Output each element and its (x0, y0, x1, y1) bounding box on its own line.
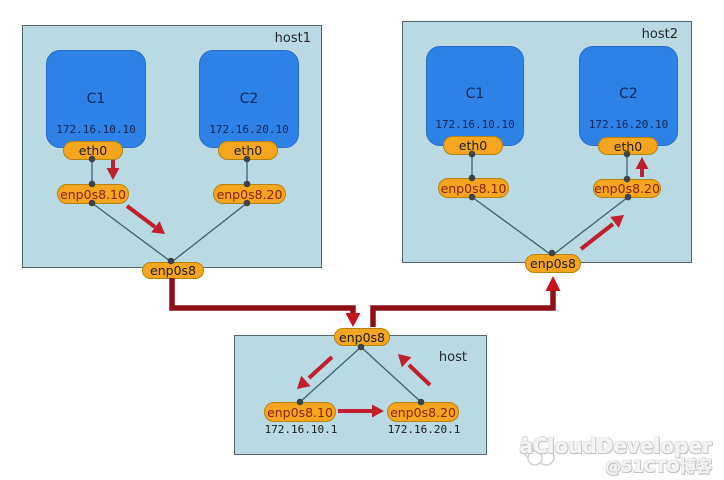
watermark-source: @51CTO博客 (605, 457, 712, 476)
router-host-panel: host enp0s8 enp0s8.10 enp0s8.20 172.16.1… (234, 328, 487, 455)
host1-vlan20-pill: enp0s8.20 (213, 184, 286, 204)
route-path-router-to-host2 (370, 276, 561, 327)
container-label: C1 (86, 91, 106, 107)
host1-panel: host1 C1 172.16.10.10 C2 172.16.20.10 et… (22, 25, 322, 279)
watermark-brand: aCloudDeveloper (519, 434, 712, 458)
container-label: C2 (239, 91, 259, 107)
host2-container-c1: C1 172.16.10.10 (426, 46, 524, 146)
host1-trunk-enp0s8-pill: enp0s8 (142, 262, 204, 279)
host2-title: host2 (641, 27, 678, 42)
cloud-icon (521, 435, 555, 466)
host2-c1-eth0-pill: eth0 (443, 136, 503, 155)
container-ip: 172.16.10.10 (435, 118, 515, 131)
container-ip: 172.16.10.10 (56, 123, 136, 136)
host2-panel: host2 C1 172.16.10.10 C2 172.16.20.10 et… (402, 21, 692, 273)
watermark: aCloudDeveloper @51CTO博客 (520, 435, 712, 476)
host1-title: host1 (274, 31, 311, 46)
router-trunk-enp0s8-pill: enp0s8 (334, 328, 390, 346)
host2-container-c2: C2 172.16.20.10 (579, 46, 678, 146)
host1-container-c2: C2 172.16.20.10 (199, 50, 299, 148)
route-arrowhead-up-icon (545, 276, 561, 291)
router-vlan20-pill: enp0s8.20 (387, 402, 459, 422)
host1-container-c1: C1 172.16.10.10 (46, 50, 146, 148)
host2-vlan20-pill: enp0s8.20 (593, 179, 661, 198)
container-ip: 172.16.20.10 (209, 123, 289, 136)
container-label: C2 (619, 86, 638, 102)
router-host-title: host (438, 350, 467, 365)
host1-c2-eth0-pill: eth0 (218, 141, 278, 160)
router-vlan10-ip: 172.16.10.1 (264, 423, 338, 436)
route-arrowhead-down-icon (345, 313, 361, 327)
container-label: C1 (465, 86, 485, 102)
container-ip: 172.16.20.10 (588, 118, 669, 131)
host1-c1-eth0-pill: eth0 (63, 141, 123, 160)
route-path-host1-to-router (169, 278, 361, 327)
host1-vlan10-pill: enp0s8.10 (57, 184, 129, 204)
host2-trunk-enp0s8-pill: enp0s8 (525, 254, 581, 273)
host2-vlan10-pill: enp0s8.10 (438, 178, 509, 198)
host2-c2-eth0-pill: eth0 (598, 137, 658, 155)
router-vlan20-ip: 172.16.20.1 (387, 423, 461, 436)
router-vlan10-pill: enp0s8.10 (264, 402, 336, 422)
